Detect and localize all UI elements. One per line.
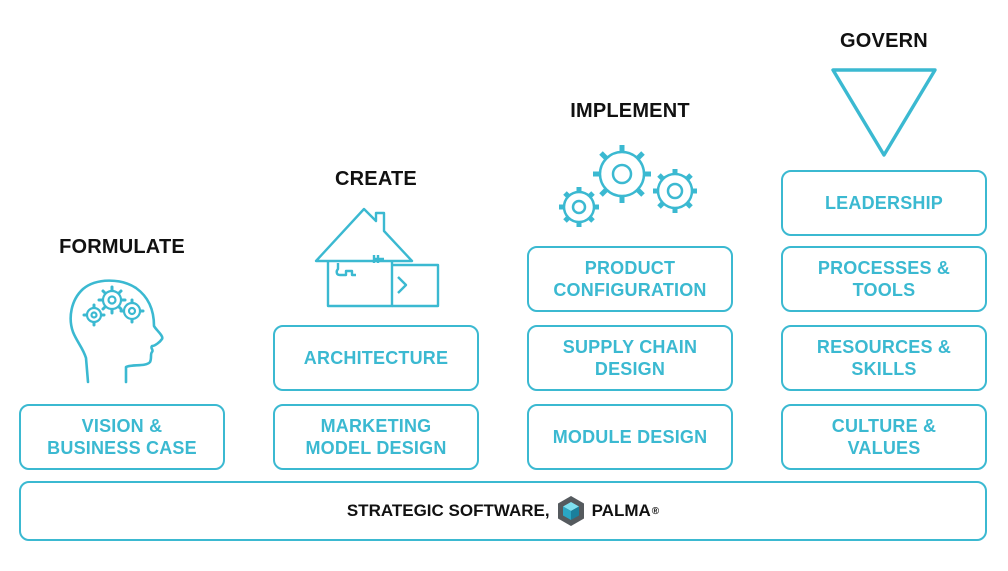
product-name: PALMA bbox=[591, 501, 651, 520]
strategic-software-bar: STRATEGIC SOFTWARE, PALMA® bbox=[19, 481, 987, 541]
registered-mark: ® bbox=[651, 505, 660, 517]
box-vision-business-case: VISION & BUSINESS CASE bbox=[19, 404, 225, 470]
box-resources-skills: RESOURCES & SKILLS bbox=[781, 325, 987, 391]
heading-govern: GOVERN bbox=[840, 30, 928, 52]
base-text: STRATEGIC SOFTWARE, bbox=[346, 501, 550, 520]
heading-implement: IMPLEMENT bbox=[570, 100, 690, 122]
box-leadership: LEADERSHIP bbox=[781, 170, 987, 236]
box-product-configuration: PRODUCT CONFIGURATION bbox=[527, 246, 733, 312]
gears-icon bbox=[559, 145, 697, 227]
palma-cube-icon bbox=[557, 496, 584, 526]
box-supply-chain-design: SUPPLY CHAIN DESIGN bbox=[527, 325, 733, 391]
box-architecture: ARCHITECTURE bbox=[273, 325, 479, 391]
heading-formulate: FORMULATE bbox=[59, 236, 185, 258]
box-processes-tools: PROCESSES & TOOLS bbox=[781, 246, 987, 312]
box-module-design: MODULE DESIGN bbox=[527, 404, 733, 470]
box-marketing-model-design: MARKETING MODEL DESIGN bbox=[273, 404, 479, 470]
house-puzzle-icon bbox=[314, 207, 440, 308]
box-culture-values: CULTURE & VALUES bbox=[781, 404, 987, 470]
triangle-down-icon bbox=[831, 68, 937, 157]
heading-create: CREATE bbox=[335, 168, 417, 190]
head-gears-icon bbox=[69, 279, 164, 384]
